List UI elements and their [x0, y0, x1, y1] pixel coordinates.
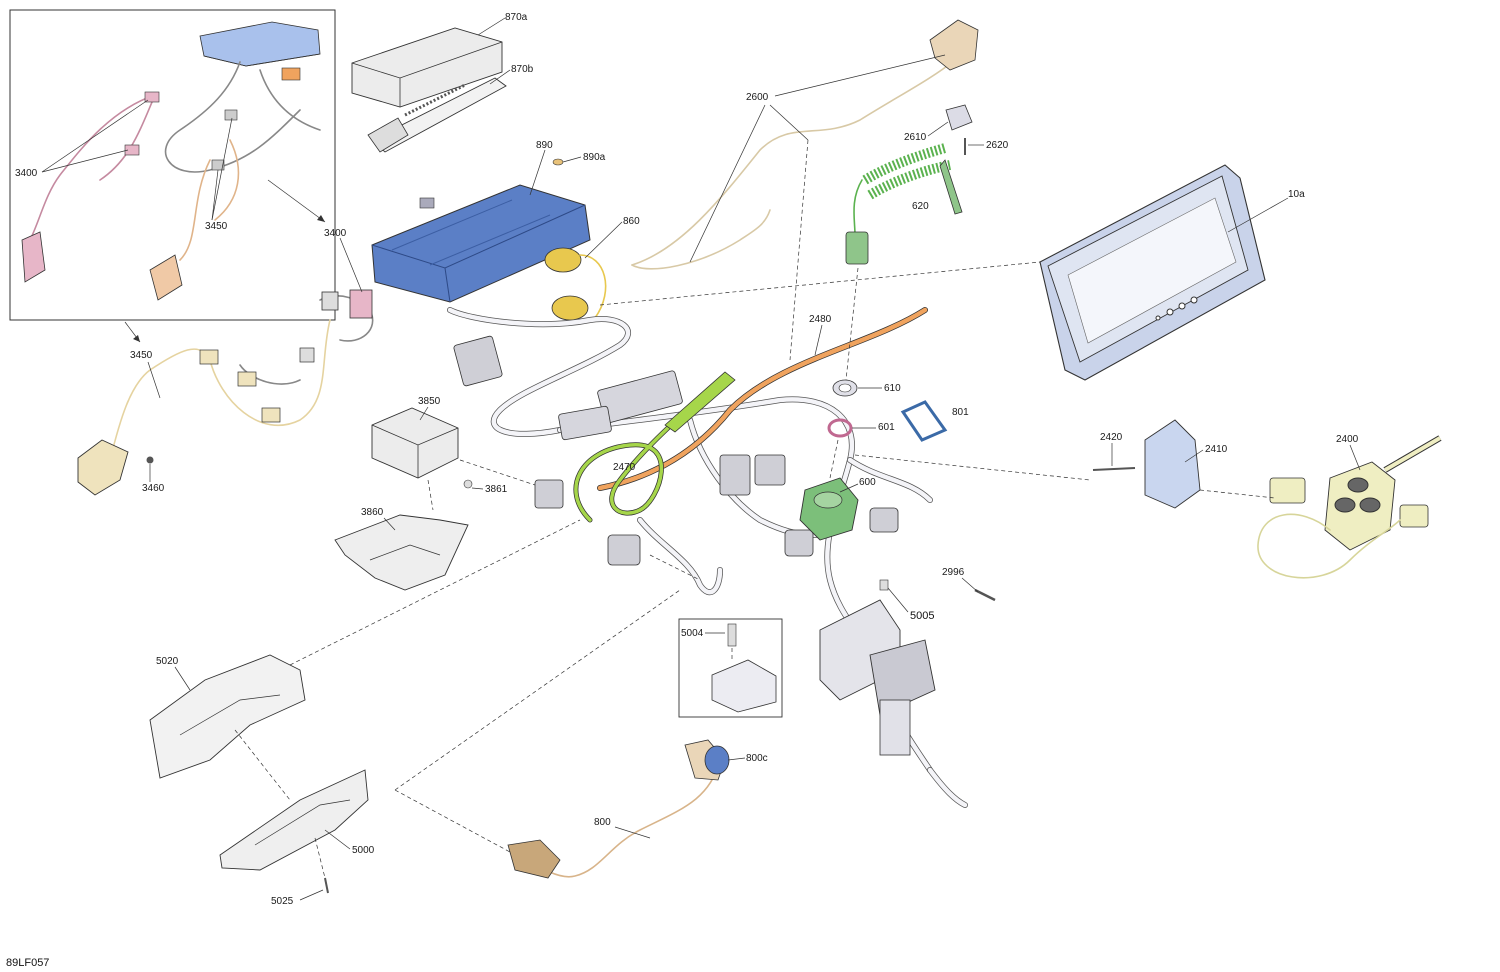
- callout-2410: 2410: [1205, 444, 1228, 455]
- callout-10a: 10a: [1288, 189, 1305, 200]
- sensor-cable-800: [507, 739, 730, 879]
- harness-3400-3450: [77, 289, 374, 496]
- clip-2610: [945, 104, 973, 131]
- switch-2400: [1257, 435, 1442, 579]
- cover-5020: [149, 654, 306, 779]
- display-10a: [1039, 164, 1266, 381]
- callout-3400: 3400: [324, 228, 347, 239]
- sensor-600: [799, 477, 859, 541]
- green-harness-2470: [573, 371, 736, 523]
- callout-3460: 3460: [142, 483, 165, 494]
- callout-2400: 2400: [1336, 434, 1359, 445]
- strap-870b: [367, 77, 507, 153]
- callout-610: 610: [884, 383, 901, 394]
- inset-detail-box: 3400 3450: [9, 9, 336, 321]
- callout-2620: 2620: [986, 140, 1009, 151]
- callout-800c: 800c: [746, 753, 768, 764]
- callout-2470: 2470: [613, 462, 636, 473]
- callout-890: 890: [536, 140, 553, 151]
- callout-2600: 2600: [746, 92, 769, 103]
- callout-5025: 5025: [271, 896, 294, 907]
- callout-890a: 890a: [583, 152, 606, 163]
- callout-870a: 870a: [505, 12, 528, 23]
- blue-module-890: [371, 184, 591, 303]
- callout-5004: 5004: [681, 628, 704, 639]
- callout-600: 600: [859, 477, 876, 488]
- callout-870b: 870b: [511, 64, 534, 75]
- callout-2480: 2480: [809, 314, 832, 325]
- callout-5000: 5000: [352, 845, 375, 856]
- cable-2600: [631, 19, 979, 270]
- callout-3850: 3850: [418, 396, 441, 407]
- callout-620: 620: [912, 201, 929, 212]
- callout-2996: 2996: [942, 567, 965, 578]
- callout-3861: 3861: [485, 484, 508, 495]
- gasket-801: [900, 400, 948, 442]
- inset-5004-box: [678, 618, 783, 718]
- bracket-3860: [334, 514, 469, 591]
- drawing-id: 89LF057: [6, 957, 49, 969]
- callout-2420: 2420: [1100, 432, 1123, 443]
- callout-801: 801: [952, 407, 969, 418]
- coil-cable-620: [845, 143, 963, 265]
- callout-800: 800: [594, 817, 611, 828]
- callout-860: 860: [623, 216, 640, 227]
- module-3850: [371, 407, 459, 479]
- housing-2410: [1144, 419, 1201, 509]
- ring-610: [832, 379, 858, 397]
- callout-3860: 3860: [361, 507, 384, 518]
- callout-3400-inset: 3400: [15, 168, 38, 179]
- callout-5020: 5020: [156, 656, 179, 667]
- grommet-601: [827, 418, 853, 438]
- callout-601: 601: [878, 422, 895, 433]
- callout-2610: 2610: [904, 132, 927, 143]
- callout-3450: 3450: [130, 350, 153, 361]
- callout-3450-inset: 3450: [205, 221, 228, 232]
- battery-870a: [351, 27, 503, 108]
- tray-5000: [219, 769, 369, 871]
- callout-5005: 5005: [910, 610, 934, 622]
- connector-860: [544, 247, 607, 321]
